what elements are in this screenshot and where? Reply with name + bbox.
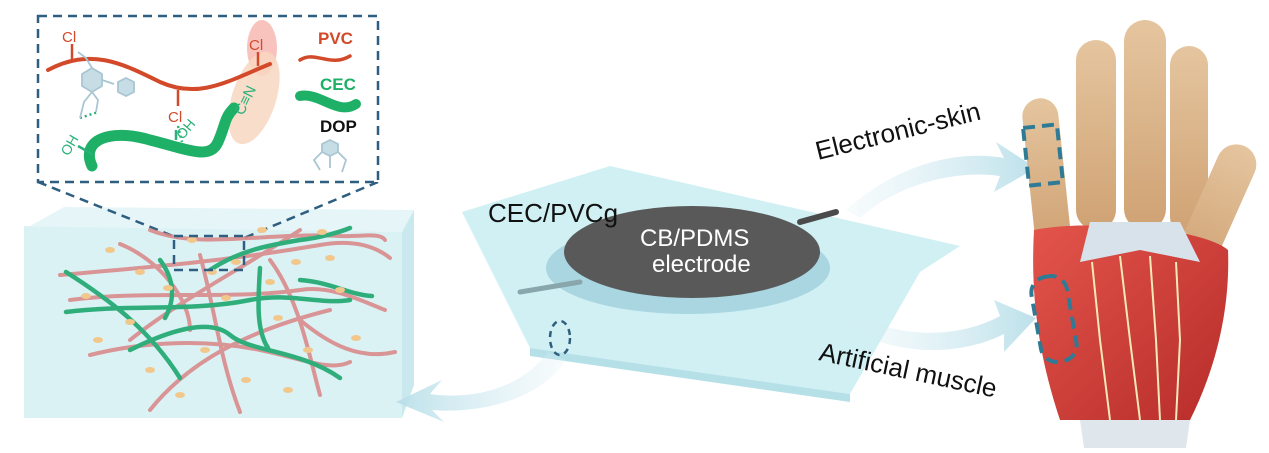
cec-fiber	[63, 295, 353, 315]
gel-label: CEC/PVCg	[488, 198, 618, 228]
arrow-to-gel	[396, 352, 566, 422]
pvc-fiber	[148, 228, 387, 242]
gel-block	[24, 207, 414, 418]
arrows	[396, 142, 1036, 422]
gel-sample-marker	[548, 319, 572, 357]
arrow-to-artificial-muscle	[852, 300, 1036, 352]
cl-label: Cl	[62, 29, 76, 46]
legend-pvc-label: PVC	[318, 29, 353, 48]
pvc-fiber	[198, 253, 242, 414]
tendons	[1091, 255, 1182, 421]
gel-block-side	[402, 210, 414, 418]
electrode-label: CB/PDMS	[640, 225, 749, 252]
legend-dop-label: DOP	[320, 117, 357, 136]
gel-block-front	[24, 226, 402, 418]
cec-fiber	[207, 225, 353, 273]
wrist	[1080, 420, 1190, 448]
index-finger	[1076, 40, 1116, 230]
cl-label: Cl	[168, 109, 182, 126]
cec-fiber	[63, 269, 183, 381]
dop-molecule	[77, 51, 135, 119]
inset-legend: PVC CEC DOP	[295, 29, 361, 173]
cec-fiber	[256, 265, 271, 351]
lead-wire-left	[517, 279, 583, 295]
hand-model	[1020, 20, 1257, 448]
pvc-chain	[46, 56, 272, 92]
pvc-fiber	[148, 308, 332, 412]
pvc-fiber	[58, 240, 392, 277]
application-electronic-skin: Electronic-skin	[812, 96, 983, 166]
legend-dop-icon	[312, 138, 348, 173]
pvc-fiber	[68, 287, 387, 312]
artificial-muscle-marker	[1029, 274, 1079, 364]
zoom-selection-box	[172, 234, 246, 272]
electronic-skin-marker	[1020, 122, 1066, 188]
cec-fiber	[127, 324, 343, 381]
molecular-inset: Cl Cl Cl OH OH C≡N PVC CEC DOP	[36, 14, 380, 184]
legend-cec-line	[295, 90, 361, 113]
dop-particles	[81, 227, 361, 398]
pvc-fiber	[268, 258, 322, 397]
cec-chain	[83, 102, 240, 172]
electrode-label: electrode	[652, 251, 751, 278]
palm-ligaments	[1080, 222, 1200, 262]
lead-wire-right	[797, 209, 839, 225]
gel-film-edge	[530, 348, 850, 402]
ring-finger	[1170, 46, 1208, 236]
arrow-to-electronic-skin	[846, 142, 1036, 218]
electrode-top	[564, 206, 820, 298]
legend-pvc-line	[298, 54, 352, 62]
cl-label: Cl	[249, 37, 263, 54]
middle-finger	[1124, 20, 1166, 230]
gel-block-top	[30, 207, 414, 232]
legend-cec-label: CEC	[320, 75, 356, 94]
pvc-fiber	[298, 318, 397, 357]
actuator-device: CB/PDMS electrode CEC/PVCg	[462, 166, 960, 402]
palm-muscles	[1033, 225, 1229, 420]
